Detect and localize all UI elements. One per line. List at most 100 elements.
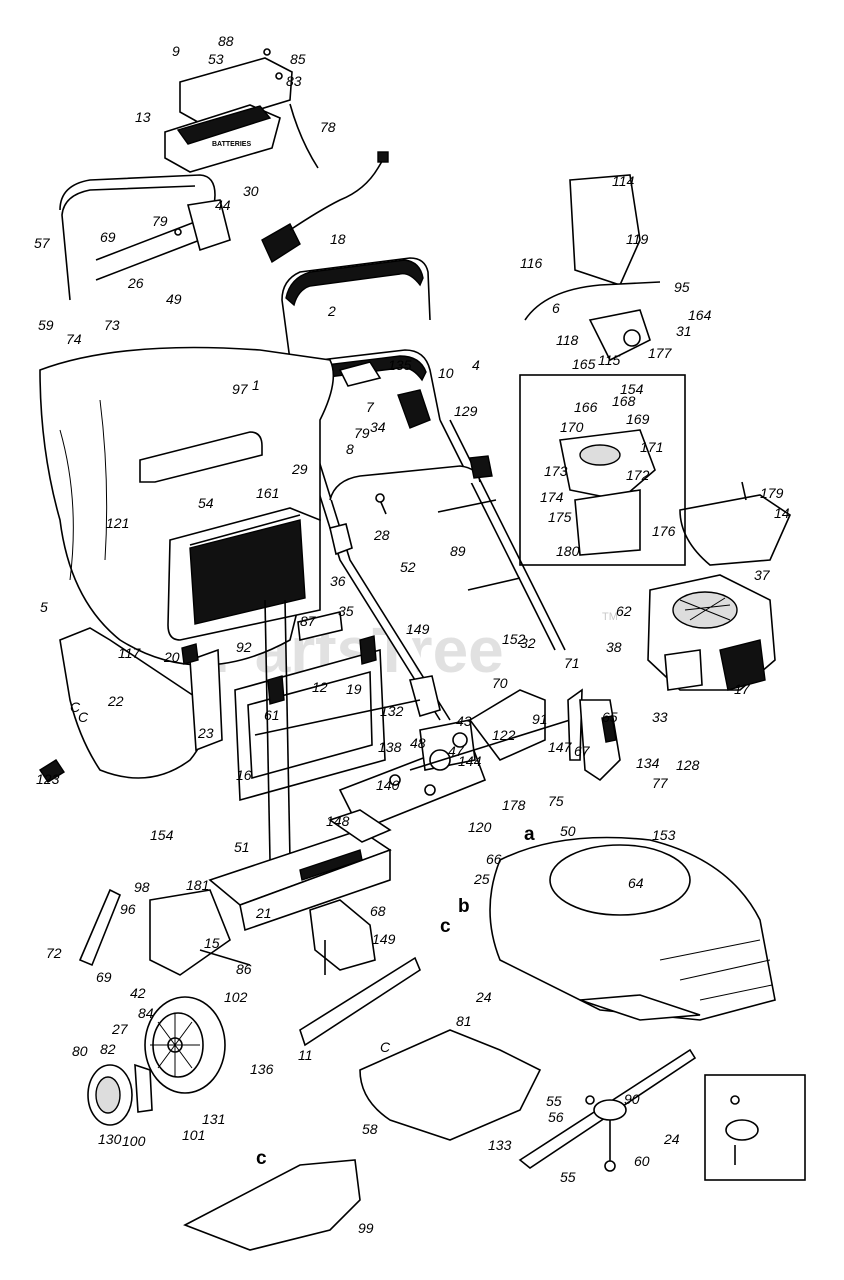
part-callout: 172: [626, 467, 650, 483]
part-callout: 99: [358, 1220, 374, 1236]
part-callout: 48: [410, 735, 426, 751]
part-callout: 85: [290, 51, 306, 67]
part-callout: 20: [163, 649, 180, 665]
part-callout: 55: [546, 1093, 562, 1109]
rear-axle-assembly: [338, 689, 571, 832]
part-callout: 6: [552, 300, 560, 316]
part-callout: 71: [564, 655, 580, 671]
part-callout: 120: [468, 819, 492, 835]
part-callout: 13: [135, 109, 151, 125]
shroud-bolt: [741, 481, 747, 501]
part-callout: 114: [612, 173, 635, 189]
part-callout: 29: [291, 461, 308, 477]
part-callout: 174: [540, 489, 564, 505]
part-callout: 102: [224, 989, 248, 1005]
part-callout: 26: [127, 275, 144, 291]
axle-bracket: [208, 809, 392, 932]
part-callout: 78: [320, 119, 336, 135]
part-callout: 164: [688, 307, 712, 323]
part-callout: 115: [598, 352, 621, 368]
charger: [261, 151, 389, 264]
part-callout: 54: [198, 495, 214, 511]
part-callout: 177: [648, 345, 673, 361]
part-callout: 132: [380, 703, 404, 719]
part-callout: 181: [186, 877, 209, 893]
blade: [518, 1048, 697, 1172]
side-discharge-chute: [359, 1029, 542, 1141]
part-callout: 171: [640, 439, 663, 455]
part-callout: 25: [473, 871, 490, 887]
part-callout: 65: [602, 709, 618, 725]
part-callout: 180: [556, 543, 580, 559]
part-callout: 84: [138, 1005, 154, 1021]
front-plate: [299, 956, 421, 1047]
part-callout: 67: [574, 743, 591, 759]
hardware-letter-callout: C: [78, 709, 89, 725]
hardware-letter-callout: C: [380, 1039, 391, 1055]
part-callout: 121: [106, 515, 129, 531]
part-callout: 168: [612, 393, 636, 409]
bag-frame: [139, 431, 321, 641]
part-callout: 10: [438, 365, 454, 381]
battery-wire: [289, 103, 319, 169]
part-callout: 136: [250, 1061, 274, 1077]
part-callout: 32: [520, 635, 536, 651]
part-callout: 24: [663, 1131, 680, 1147]
part-callout: 66: [486, 851, 502, 867]
part-callout: 98: [134, 879, 150, 895]
part-callout: 9: [172, 43, 180, 59]
hardware-letter-callout: C: [70, 699, 81, 715]
main-handle: [281, 257, 566, 721]
part-callout: 90: [624, 1091, 640, 1107]
part-callout: 153: [652, 827, 676, 843]
part-callout: 161: [256, 485, 279, 501]
part-callout: 179: [760, 485, 784, 501]
hardware-letter-callout: a: [524, 824, 535, 845]
part-callout: 69: [100, 229, 116, 245]
part-callout: 11: [298, 1047, 313, 1063]
engine: [647, 574, 776, 691]
blade-adapter-inset: [704, 1074, 806, 1181]
part-callout: 53: [208, 51, 224, 67]
engine-shroud: [679, 494, 792, 566]
part-callout: 95: [674, 279, 690, 295]
part-callout: 175: [548, 509, 572, 525]
part-callout: 49: [166, 291, 182, 307]
mulch-plug: [183, 1159, 361, 1251]
part-callout: 87: [300, 613, 317, 629]
part-callout: 149: [406, 621, 430, 637]
part-callout: 64: [628, 875, 644, 891]
part-callout: 61: [264, 707, 280, 723]
part-callout: 21: [255, 905, 272, 921]
part-callout: 52: [400, 559, 416, 575]
part-callout: 176: [652, 523, 676, 539]
part-callout: 73: [104, 317, 120, 333]
part-callout: 28: [373, 527, 390, 543]
part-callout: 43: [456, 713, 472, 729]
part-callout: 17: [734, 681, 751, 697]
part-callout: 22: [107, 693, 124, 709]
part-callout: 152: [502, 631, 526, 647]
part-callout: 83: [286, 73, 302, 89]
part-callout: 56: [548, 1109, 564, 1125]
part-callout: 117: [118, 645, 142, 661]
part-callout: 79: [152, 213, 168, 229]
part-callout: 35: [338, 603, 354, 619]
part-callout: 133: [488, 1137, 512, 1153]
hardware-letter-callout: c: [440, 916, 451, 937]
part-callout: 60: [634, 1153, 650, 1169]
part-callout: 97: [232, 381, 249, 397]
part-callout: 138: [378, 739, 402, 755]
part-callout: 19: [346, 681, 362, 697]
part-callout: 68: [370, 903, 386, 919]
throttle-bracket: [567, 688, 621, 782]
mower-deck: [489, 836, 776, 1021]
part-callout: 14: [774, 505, 790, 521]
part-callout: 149: [372, 931, 396, 947]
part-callout: 88: [218, 33, 234, 49]
part-callout: 165: [572, 356, 596, 372]
part-callout: 27: [111, 1021, 129, 1037]
part-callout: 81: [456, 1013, 472, 1029]
part-callout: 173: [544, 463, 568, 479]
